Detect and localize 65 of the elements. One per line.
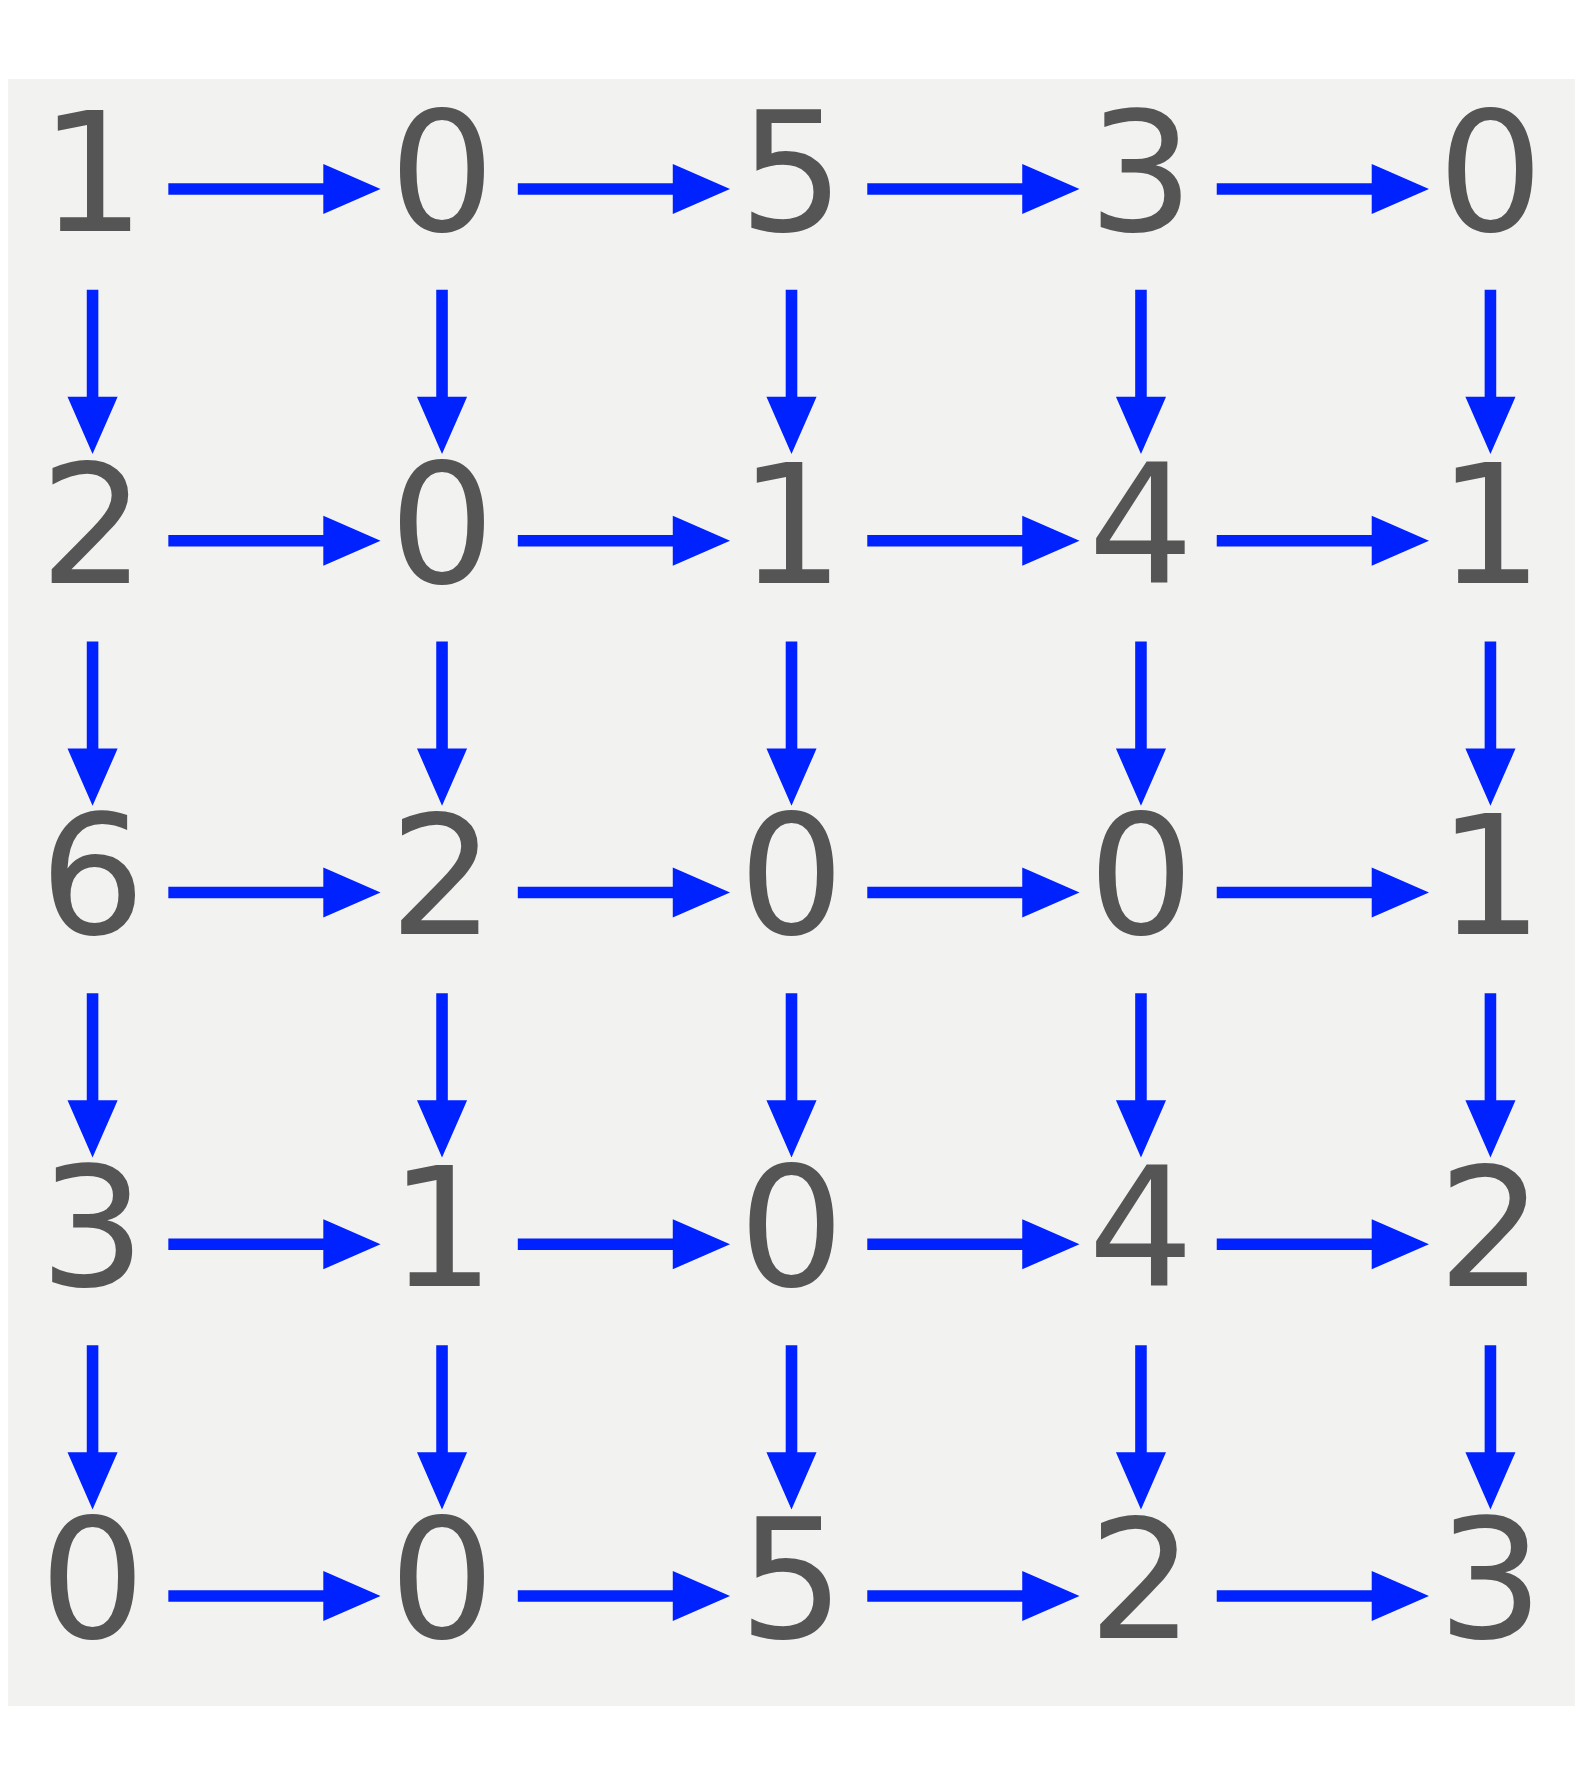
arrow — [1115, 641, 1166, 806]
arrow — [67, 992, 118, 1158]
arrow — [867, 163, 1080, 214]
node-text: 0 — [389, 1482, 496, 1677]
node-text: 0 — [738, 778, 845, 973]
node-text: 0 — [389, 75, 496, 270]
node-text: 0 — [39, 1482, 146, 1677]
arrow — [1216, 515, 1429, 566]
arrow — [517, 515, 731, 566]
arrow — [1465, 641, 1516, 806]
node-text: 1 — [389, 1130, 496, 1325]
arrow — [1115, 289, 1166, 454]
node-text: 1 — [738, 427, 845, 622]
arrow — [1216, 163, 1429, 214]
arrow — [67, 1344, 118, 1509]
arrow — [1465, 289, 1516, 454]
node-text: 0 — [1437, 75, 1544, 270]
arrow — [1115, 1344, 1166, 1509]
arrow — [67, 289, 118, 454]
arrow — [417, 289, 468, 454]
arrow — [168, 515, 381, 566]
arrow — [867, 866, 1080, 918]
node-text: 3 — [1437, 1482, 1544, 1677]
node-text: 6 — [39, 778, 146, 973]
arrow — [168, 1570, 381, 1621]
node-text: 4 — [1087, 427, 1194, 622]
arrow — [766, 992, 817, 1158]
arrow — [1216, 1570, 1429, 1621]
node-text: 0 — [389, 427, 496, 622]
node-text: 1 — [1437, 427, 1544, 622]
arrow — [168, 866, 381, 918]
node-text: 2 — [39, 427, 146, 622]
arrow — [766, 641, 817, 806]
arrow — [766, 289, 817, 454]
arrow — [517, 1218, 731, 1269]
arrow — [1216, 866, 1429, 918]
arrow — [1115, 992, 1166, 1158]
arrow — [417, 992, 468, 1158]
arrow — [67, 641, 118, 806]
arrow — [1216, 1218, 1429, 1269]
node-text: 2 — [1087, 1482, 1194, 1677]
arrow — [1465, 992, 1516, 1158]
node-text: 2 — [389, 778, 496, 973]
node-text: 5 — [738, 75, 845, 270]
arrow — [517, 163, 731, 214]
arrow — [867, 1570, 1080, 1621]
node-text: 1 — [39, 75, 146, 270]
arrow — [1465, 1344, 1516, 1509]
node-text: 3 — [39, 1130, 146, 1325]
arrow — [867, 1218, 1080, 1269]
arrow — [417, 641, 468, 806]
node-text: 4 — [1087, 1130, 1194, 1325]
node-text: 0 — [1087, 778, 1194, 973]
node-text: 0 — [738, 1130, 845, 1325]
node-text: 1 — [1437, 778, 1544, 973]
arrow — [517, 1570, 731, 1621]
arrow — [417, 1344, 468, 1509]
arrow — [867, 515, 1080, 566]
arrow — [168, 1218, 381, 1269]
node-text: 2 — [1437, 1130, 1544, 1325]
arrow — [517, 866, 731, 918]
arrow — [168, 163, 381, 214]
arrow — [766, 1344, 817, 1509]
node-text: 3 — [1087, 75, 1194, 270]
node-text: 5 — [738, 1482, 845, 1677]
